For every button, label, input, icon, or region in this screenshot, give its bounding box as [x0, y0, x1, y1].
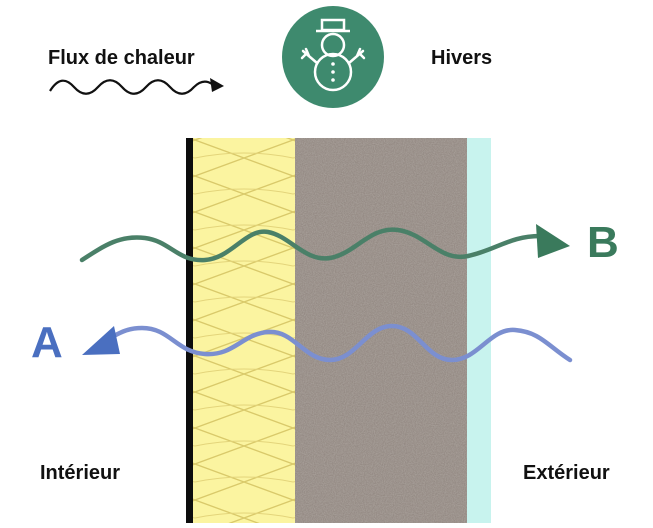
- snowman-icon: [282, 6, 384, 108]
- arrow-b-label: B: [587, 218, 619, 267]
- season-label: Hivers: [431, 47, 493, 69]
- vapour-membrane: [186, 138, 193, 523]
- interior-label: Intérieur: [40, 462, 121, 484]
- heat-flow-arrow-b: [79, 227, 543, 263]
- arrow-a-head: [82, 326, 120, 355]
- arrow-a-label: A: [31, 318, 63, 367]
- render-layer: [467, 138, 491, 523]
- heat-flow-legend-line: [49, 79, 213, 95]
- arrow-b-head: [536, 224, 570, 258]
- heat-flow-legend-arrowhead: [210, 78, 224, 92]
- insulation-pattern: [193, 138, 295, 523]
- exterior-label: Extérieur: [523, 462, 610, 484]
- heat-flow-arrow-a: [107, 323, 573, 363]
- heat-flow-legend-label: Flux de chaleur: [48, 47, 195, 69]
